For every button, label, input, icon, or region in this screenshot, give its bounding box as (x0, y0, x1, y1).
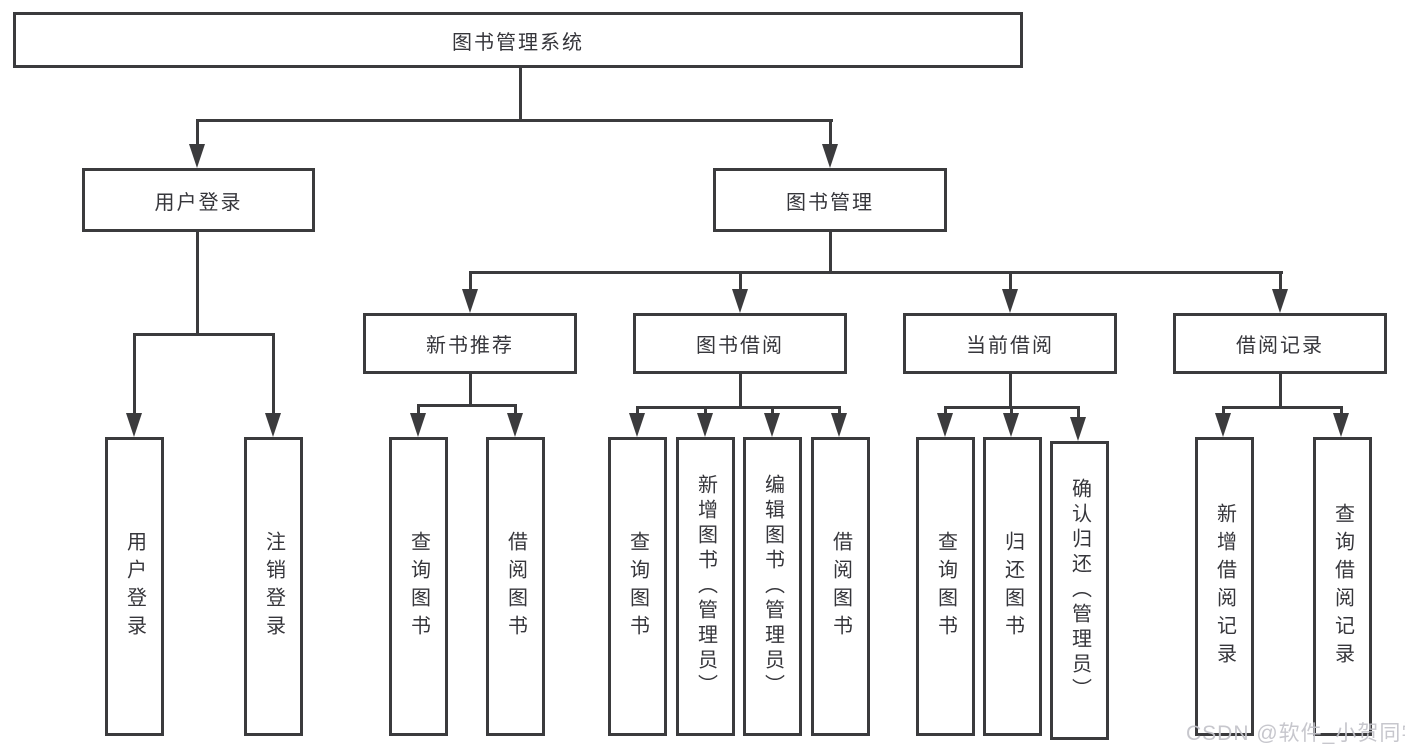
node-label: 当前借阅 (966, 335, 1054, 357)
leaf-query-books: 查询图书 (916, 437, 975, 736)
leaf-logout: 注销登录 (244, 437, 303, 736)
leaf-edit-books-admin: 编辑图书（管理员） (743, 437, 802, 736)
leaf-label: 查询图书 (626, 530, 649, 643)
leaf-borrow-books: 借阅图书 (811, 437, 870, 736)
connector (1010, 406, 1013, 415)
leaf-label: 查询图书 (934, 530, 957, 643)
connector (133, 333, 275, 336)
leaf-label: 查询图书 (407, 530, 430, 643)
arrow-down-icon (265, 413, 281, 437)
connector (829, 119, 832, 147)
connector (514, 404, 517, 415)
arrow-down-icon (1272, 289, 1288, 313)
connector (469, 271, 472, 291)
node-book-borrow: 图书借阅 (633, 313, 847, 374)
connector (838, 406, 841, 415)
leaf-label: 注销登录 (262, 530, 285, 643)
connector (1279, 374, 1282, 409)
arrow-down-icon (1333, 413, 1349, 437)
leaf-label: 归还图书 (1001, 530, 1024, 643)
connector (1222, 406, 1225, 415)
connector (519, 68, 522, 122)
leaf-label: 确认归还（管理员） (1068, 478, 1091, 703)
node-borrow-records: 借阅记录 (1173, 313, 1387, 374)
node-label: 用户登录 (154, 191, 243, 214)
leaf-query-books: 查询图书 (608, 437, 667, 736)
node-root: 图书管理系统 (13, 12, 1023, 68)
leaf-label: 用户登录 (123, 530, 146, 643)
leaf-label: 借阅图书 (504, 530, 527, 643)
arrow-down-icon (937, 413, 953, 437)
leaf-label: 查询借阅记录 (1331, 502, 1354, 671)
leaf-borrow-books: 借阅图书 (486, 437, 545, 736)
connector (944, 406, 947, 415)
arrow-down-icon (1070, 417, 1086, 441)
connector (704, 406, 707, 415)
node-root-label: 图书管理系统 (452, 31, 584, 54)
leaf-query-books: 查询图书 (389, 437, 448, 736)
connector (469, 374, 472, 407)
arrow-down-icon (831, 413, 847, 437)
arrow-down-icon (462, 289, 478, 313)
arrow-down-icon (126, 413, 142, 437)
leaf-add-books-admin: 新增图书（管理员） (676, 437, 735, 736)
leaf-label: 借阅图书 (829, 530, 852, 643)
node-label: 新书推荐 (426, 335, 514, 357)
arrow-down-icon (1215, 413, 1231, 437)
connector (771, 406, 774, 415)
node-label: 图书管理 (786, 191, 874, 214)
connector (1009, 271, 1012, 291)
connector (739, 271, 742, 291)
arrow-down-icon (1002, 289, 1018, 313)
connector (417, 404, 517, 407)
arrow-down-icon (410, 413, 426, 437)
leaf-label: 新增借阅记录 (1213, 502, 1236, 671)
arrow-down-icon (629, 413, 645, 437)
connector (469, 271, 1283, 274)
connector (636, 406, 841, 409)
connector (196, 119, 199, 147)
node-book-management: 图书管理 (713, 168, 947, 232)
node-new-book-recommend: 新书推荐 (363, 313, 577, 374)
arrow-down-icon (189, 144, 205, 168)
connector (636, 406, 639, 415)
leaf-label: 编辑图书（管理员） (761, 474, 784, 699)
node-label: 图书借阅 (696, 335, 784, 357)
connector (196, 119, 833, 122)
connector (272, 333, 275, 415)
leaf-query-borrow-record: 查询借阅记录 (1313, 437, 1372, 736)
connector (417, 404, 420, 415)
leaf-add-borrow-record: 新增借阅记录 (1195, 437, 1254, 736)
arrow-down-icon (764, 413, 780, 437)
connector (196, 232, 199, 336)
arrow-down-icon (822, 144, 838, 168)
node-current-borrow: 当前借阅 (903, 313, 1117, 374)
connector (739, 374, 742, 409)
leaf-return-books: 归还图书 (983, 437, 1042, 736)
leaf-label: 新增图书（管理员） (694, 474, 717, 699)
arrow-down-icon (1003, 413, 1019, 437)
connector (1279, 271, 1282, 291)
connector (1009, 374, 1012, 409)
node-label: 借阅记录 (1236, 335, 1324, 357)
connector (1340, 406, 1343, 415)
connector (133, 333, 136, 415)
arrow-down-icon (697, 413, 713, 437)
connector (1077, 406, 1080, 419)
leaf-user-login: 用户登录 (105, 437, 164, 736)
arrow-down-icon (732, 289, 748, 313)
watermark: CSDN @软件_小贺同学 (1186, 722, 1405, 745)
arrow-down-icon (507, 413, 523, 437)
connector (829, 232, 832, 274)
leaf-confirm-return-admin: 确认归还（管理员） (1050, 441, 1109, 740)
node-user-login: 用户登录 (82, 168, 315, 232)
connector (1222, 406, 1343, 409)
